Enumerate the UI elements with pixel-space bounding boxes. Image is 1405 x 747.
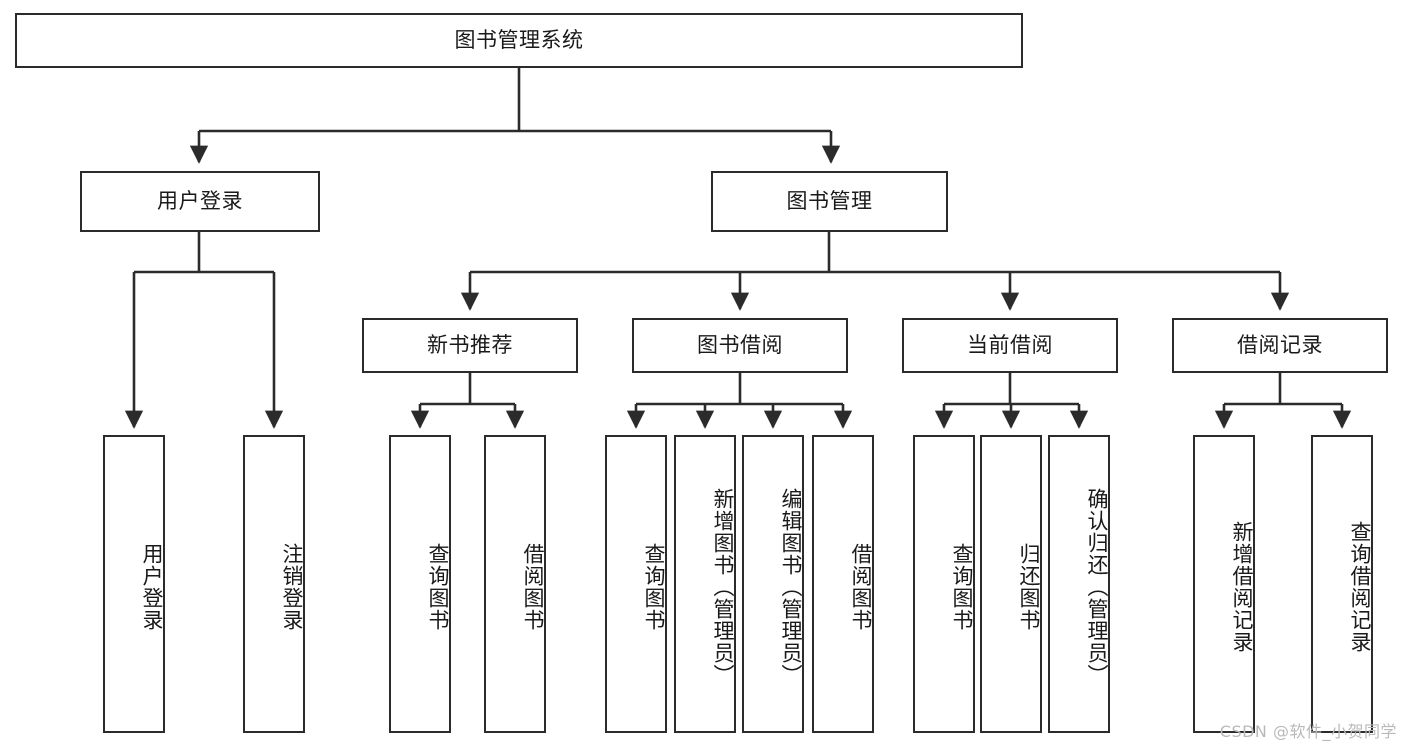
node-user-login-label: 用户登录 (157, 188, 243, 213)
node-leaf-borrow-book-2-label: 借阅图书 (849, 543, 873, 631)
node-borrow-record[interactable]: 借阅记录 (1172, 318, 1388, 373)
node-borrow-record-label: 借阅记录 (1237, 332, 1323, 357)
node-new-book-recommend[interactable]: 新书推荐 (362, 318, 578, 373)
node-leaf-add-borrow-record[interactable]: 新增借阅记录 (1193, 435, 1255, 733)
node-leaf-add-book-admin-label: 新增图书（管理员） (711, 488, 735, 686)
node-leaf-borrow-book-2[interactable]: 借阅图书 (812, 435, 874, 733)
node-current-borrow-label: 当前借阅 (967, 332, 1053, 357)
node-leaf-user-login[interactable]: 用户登录 (103, 435, 165, 733)
node-book-manage-label: 图书管理 (786, 188, 873, 213)
node-book-manage[interactable]: 图书管理 (711, 171, 948, 232)
node-book-borrow-label: 图书借阅 (697, 332, 783, 357)
node-leaf-return-book-label: 归还图书 (1017, 543, 1041, 631)
node-leaf-user-login-label: 用户登录 (140, 543, 164, 631)
node-leaf-query-borrow-record[interactable]: 查询借阅记录 (1311, 435, 1373, 733)
node-new-book-recommend-label: 新书推荐 (427, 332, 513, 357)
node-leaf-add-borrow-record-label: 新增借阅记录 (1230, 521, 1254, 653)
node-leaf-confirm-return-admin[interactable]: 确认归还（管理员） (1048, 435, 1110, 733)
node-leaf-logout-login[interactable]: 注销登录 (243, 435, 305, 733)
node-leaf-logout-login-label: 注销登录 (280, 543, 304, 631)
node-leaf-query-book-2[interactable]: 查询图书 (605, 435, 667, 733)
node-leaf-confirm-return-admin-label: 确认归还（管理员） (1085, 488, 1109, 686)
node-root[interactable]: 图书管理系统 (15, 13, 1023, 68)
node-leaf-return-book[interactable]: 归还图书 (980, 435, 1042, 733)
node-leaf-query-book-2-label: 查询图书 (642, 543, 666, 631)
node-current-borrow[interactable]: 当前借阅 (902, 318, 1118, 373)
node-root-label: 图书管理系统 (454, 27, 584, 52)
node-leaf-edit-book-admin[interactable]: 编辑图书（管理员） (742, 435, 804, 733)
node-leaf-query-book-1-label: 查询图书 (426, 543, 450, 631)
node-leaf-add-book-admin[interactable]: 新增图书（管理员） (674, 435, 736, 733)
csdn-watermark: CSDN @软件_小贺同学 (1219, 722, 1397, 741)
node-leaf-borrow-book-1-label: 借阅图书 (521, 543, 545, 631)
node-book-borrow[interactable]: 图书借阅 (632, 318, 848, 373)
node-leaf-query-book-1[interactable]: 查询图书 (389, 435, 451, 733)
node-leaf-query-borrow-record-label: 查询借阅记录 (1348, 521, 1372, 653)
node-user-login[interactable]: 用户登录 (80, 171, 320, 232)
node-leaf-query-book-3-label: 查询图书 (950, 543, 974, 631)
node-leaf-borrow-book-1[interactable]: 借阅图书 (484, 435, 546, 733)
node-leaf-edit-book-admin-label: 编辑图书（管理员） (779, 488, 803, 686)
node-leaf-query-book-3[interactable]: 查询图书 (913, 435, 975, 733)
